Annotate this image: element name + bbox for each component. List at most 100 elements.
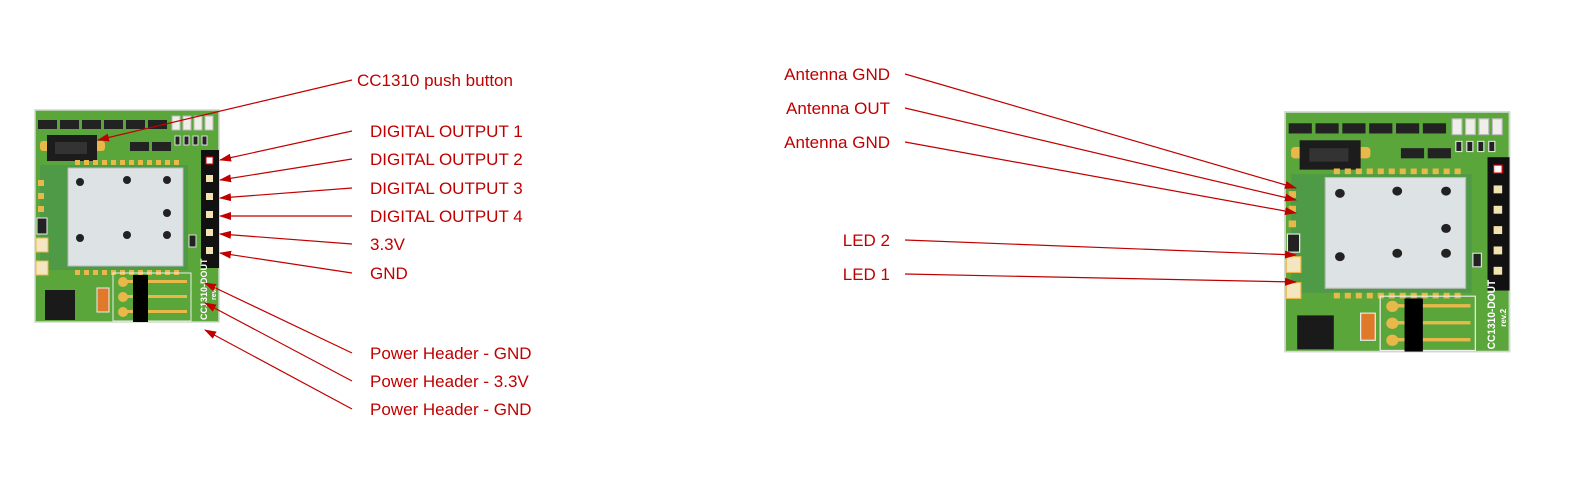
transistor: [1427, 148, 1451, 159]
pin-header: [201, 150, 219, 268]
module-pad: [1333, 292, 1340, 299]
resistor-r2: [1472, 252, 1483, 268]
module-pad: [75, 270, 80, 275]
module-pad: [102, 160, 107, 165]
board-silkscreen-date: 08/2021: [1510, 315, 1519, 344]
transistor: [1315, 123, 1339, 134]
capacitor: [1464, 118, 1476, 136]
label-power-header-gnd-2: Power Header - GND: [370, 400, 532, 419]
power-pin-pad: [118, 307, 128, 317]
label-power-header-gnd-1: Power Header - GND: [370, 344, 532, 363]
power-pin-pad: [118, 277, 128, 287]
transistor: [1342, 123, 1366, 134]
shield-hole: [123, 231, 131, 239]
power-header-outline: [1379, 295, 1476, 351]
power-pin: [1392, 321, 1471, 325]
rf-shield: [67, 167, 184, 267]
label-digital-output-2: DIGITAL OUTPUT 2: [370, 150, 523, 169]
shield-hole: [1392, 248, 1403, 258]
header-pin: [206, 247, 213, 254]
shield-hole: [1441, 248, 1451, 258]
transistor: [60, 120, 79, 129]
header-pin: [206, 211, 213, 218]
resistor-r4: [1286, 233, 1301, 253]
resistor: [1466, 140, 1474, 153]
transistor: [38, 120, 57, 129]
header-pin: [206, 175, 213, 182]
capacitor: [204, 115, 214, 131]
label-digital-output-4: DIGITAL OUTPUT 4: [370, 207, 523, 226]
label-digital-output-3: DIGITAL OUTPUT 3: [370, 179, 523, 198]
module-pad: [138, 160, 143, 165]
module-pad: [1399, 168, 1406, 175]
module-pad: [156, 160, 161, 165]
module-pad: [93, 160, 98, 165]
shield-hole: [1392, 186, 1403, 196]
transistor: [1288, 123, 1312, 134]
board-silkscreen-rev: rev.2: [211, 284, 218, 300]
module-pad: [1344, 168, 1351, 175]
rf-shield: [1324, 176, 1467, 289]
header-pin: [205, 156, 214, 165]
module-pad: [1366, 168, 1373, 175]
power-pin: [123, 310, 187, 313]
antenna-pad: [38, 206, 44, 212]
label-3v3: 3.3V: [370, 235, 405, 254]
header-pin: [1493, 246, 1503, 255]
push-button-cap: [55, 142, 87, 154]
label-digital-output-1: DIGITAL OUTPUT 1: [370, 122, 523, 141]
arrow-ph-gnd1: [204, 282, 353, 354]
header-pin: [206, 229, 213, 236]
label-antenna-gnd-1: Antenna GND: [784, 65, 890, 84]
transistor: [1396, 123, 1420, 134]
resistor: [1477, 140, 1485, 153]
antenna-pad: [1288, 220, 1296, 228]
board-silkscreen-name: CC1310-DOUT: [199, 258, 209, 320]
transistor: [148, 120, 167, 129]
module-pad: [84, 160, 89, 165]
transistor: [152, 142, 171, 151]
transistor: [1369, 123, 1393, 134]
module-pad: [84, 270, 89, 275]
arrow-led2: [904, 239, 1297, 259]
module-pad: [165, 160, 170, 165]
power-pin: [123, 295, 187, 298]
resistor: [192, 135, 199, 146]
resistor: [183, 135, 190, 146]
transistor: [82, 120, 101, 129]
power-header-body: [133, 275, 148, 322]
header-pin: [206, 193, 213, 200]
label-power-header-3v3: Power Header - 3.3V: [370, 372, 529, 391]
antenna-pad: [38, 193, 44, 199]
header-pin: [1493, 205, 1503, 214]
shield-hole: [1335, 188, 1345, 198]
resistor-r2: [188, 234, 197, 248]
capacitor: [1478, 118, 1490, 136]
module-pad: [1377, 168, 1384, 175]
label-led-1: LED 1: [842, 265, 890, 284]
push-button-cap: [1309, 148, 1349, 162]
board-silkscreen-name: CC1310-DOUT: [1486, 279, 1498, 349]
module-pad: [1333, 168, 1340, 175]
power-pin-pad: [1386, 334, 1399, 346]
arrow-ph-3v3: [204, 302, 353, 382]
header-pin: [1493, 226, 1503, 235]
resistor: [1455, 140, 1463, 153]
capacitor: [171, 115, 181, 131]
module-pad: [1410, 168, 1417, 175]
label-push-button: CC1310 push button: [357, 71, 513, 90]
arrow-dout2: [219, 158, 353, 183]
label-led-2: LED 2: [842, 231, 890, 250]
power-pin: [1392, 338, 1471, 342]
module-pad: [120, 160, 125, 165]
shield-hole: [123, 176, 131, 184]
shield-hole: [163, 209, 171, 217]
module-pad: [1355, 168, 1362, 175]
module-pad: [111, 160, 116, 165]
led-2: [35, 237, 49, 253]
antenna-pad: [38, 180, 44, 186]
label-gnd: GND: [370, 264, 408, 283]
module-pad: [1421, 168, 1428, 175]
capacitor: [193, 115, 203, 131]
